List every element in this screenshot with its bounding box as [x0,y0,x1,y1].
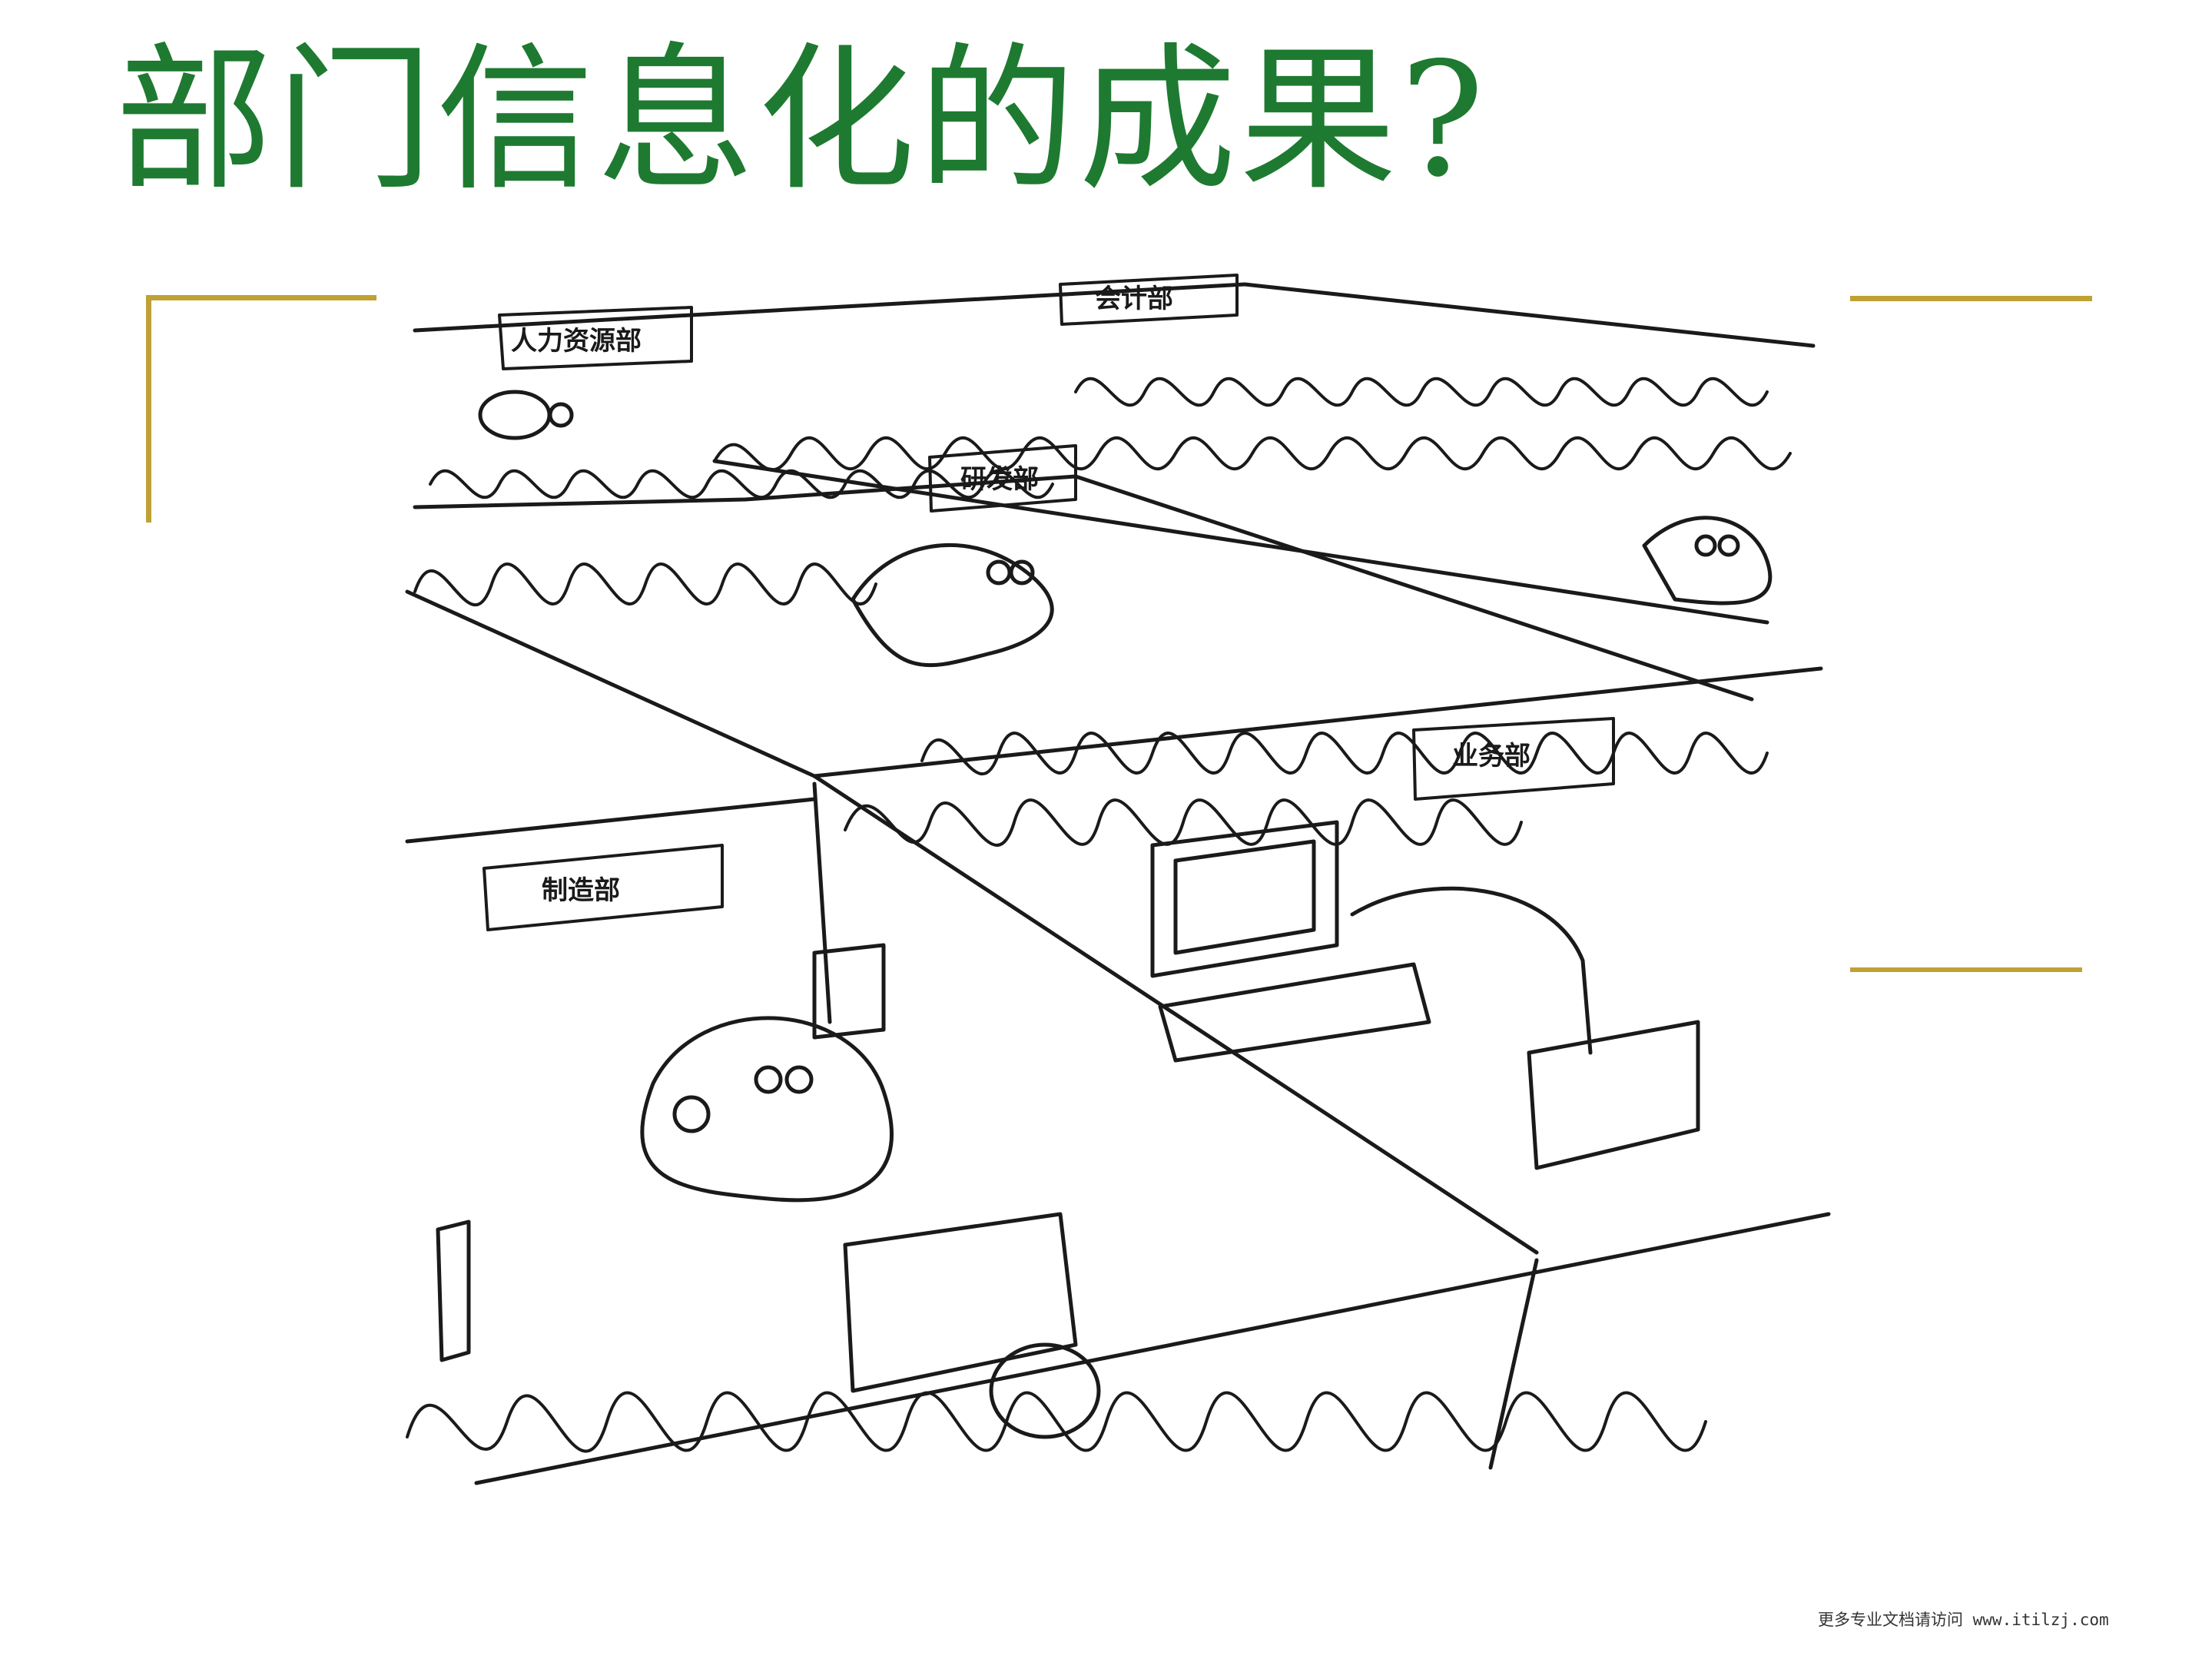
sign-label-rnd: 研发部 [960,464,1039,495]
sign-label-hr: 人力资源部 [511,326,642,357]
sign-label-sales: 业务部 [1452,741,1530,771]
worker-figures [478,390,1773,1203]
bottom-tier-walls [474,1212,1831,1485]
accent-rule-middle-right [1850,967,2082,972]
office-equipment [436,820,1700,1439]
department-sign-frames [483,274,1615,931]
accent-bracket-side [146,295,151,523]
barbed-wire-coils [406,377,1792,1453]
middle-tier-walls [405,589,1823,1255]
silo-cartoon-illustration: 人力资源部 会计部 研发部 业务部 制造部 [405,274,1831,1485]
accent-rule-top-right [1850,296,2092,301]
sign-label-accounting: 会计部 [1095,284,1173,314]
accent-bracket-top [146,295,376,300]
sign-label-manufacturing: 制造部 [542,875,620,906]
slide-title: 部门信息化的成果? [115,29,1487,212]
footer-text: 更多专业文档请访问 www.itilzj.com [1818,1611,2109,1629]
